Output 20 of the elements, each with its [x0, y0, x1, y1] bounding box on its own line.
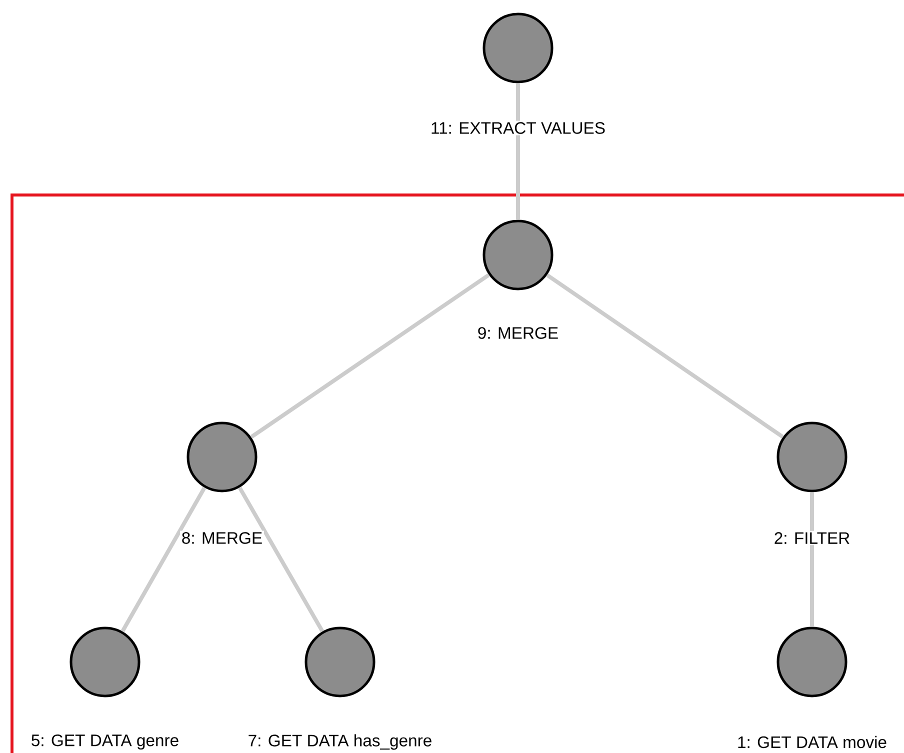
node-label: 1: GET DATA movie: [736, 734, 888, 750]
connector-line: [238, 486, 324, 632]
node-circle: [776, 626, 848, 698]
node-circle: [70, 626, 140, 698]
node-circle: [776, 422, 848, 492]
node-label: 8: MERGE: [180, 530, 264, 546]
node-circle: [482, 220, 554, 290]
node-label: 11: EXTRACT VALUES: [429, 120, 607, 136]
connector-line: [250, 273, 490, 439]
connector-line: [546, 273, 784, 439]
node-label: 9: MERGE: [476, 326, 560, 340]
node-label: 5: GET DATA genre: [30, 733, 180, 751]
node-circle: [186, 422, 258, 492]
node-circle: [304, 626, 376, 698]
node-circle: [482, 12, 554, 84]
connector-line: [810, 492, 814, 627]
node-label: 2: FILTER: [772, 530, 852, 546]
connector-line: [516, 83, 520, 220]
connector-line: [120, 486, 206, 632]
node-label: 7: GET DATA has_genre: [246, 732, 434, 752]
